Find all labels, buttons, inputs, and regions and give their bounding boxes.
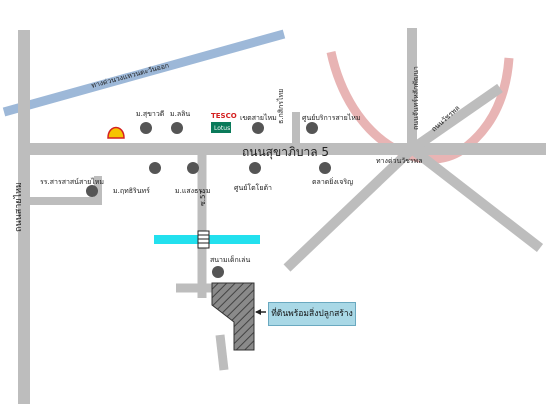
left-road-label: ถนนสายไหม (13, 182, 24, 232)
m-saenrak-label: ม.แสงธรรม (175, 187, 210, 195)
m-sukhawadee-label: ม.สุขาวดี (136, 110, 164, 118)
diagonal-road-down-left (283, 145, 416, 272)
shell-logo-icon (107, 126, 125, 139)
school-label: รร.สารสาสน์สายไหม (40, 177, 104, 186)
right-road-label: ถนนจันทร์หลักพัฒนา (412, 66, 420, 130)
marker-playground (212, 266, 224, 278)
soi-end-road (215, 334, 229, 371)
marker-khet-sai-mai (252, 122, 264, 134)
welcome-center-label: ศูนย์บริการสายไหม (302, 113, 361, 122)
marker-m-chaiyaphruk (149, 162, 161, 174)
main-road-label: ถนนสุขาภิบาล 5 (242, 145, 329, 160)
lotus-text: Lotus (214, 125, 230, 132)
soi-57-label: ซ.57 (199, 190, 207, 206)
tesco-logo-icon: TESCO Lotus (211, 112, 237, 133)
expressway-label: ทางด่วนวงแหวนตะวันออก (90, 61, 169, 89)
junction-label: ทางด่วนวัชรพล (376, 157, 423, 165)
land-plot (211, 282, 255, 351)
market-label: ตลาดยิ่งเจริญ (312, 177, 353, 186)
marker-m-saenrak (187, 162, 199, 174)
marker-m-atlin (171, 122, 183, 134)
arrow-head-icon (255, 309, 261, 315)
playground-label: สนามเด็กเล่น (210, 255, 250, 264)
left-soi-road (24, 176, 102, 205)
expressway-road (2, 29, 286, 117)
marker-m-sukhawadee (140, 122, 152, 134)
khet-sai-mai-label: เขตสายไหม (240, 113, 277, 122)
bridge-icon (197, 230, 210, 249)
m-chaiyaphruk-label: ม.ฤทธิรินทร์ (113, 187, 150, 195)
m-atlin-label: ม.ลลิน (170, 110, 190, 118)
tesco-text: TESCO (211, 112, 237, 120)
marker-soon-ploy (249, 162, 261, 174)
soon-ploy-label: ศูนย์โตโยต้า (234, 183, 272, 192)
marker-school (86, 185, 98, 197)
diagonal-road-up (409, 83, 503, 154)
diagonal-road-down-right (408, 145, 544, 252)
plot-callout-label: ที่ดินพร้อมสิ่งปลูกสร้าง (268, 302, 356, 326)
bank-label: ธ.กสิกรไทย (276, 89, 285, 124)
marker-market (319, 162, 331, 174)
marker-welcome-center (306, 122, 318, 134)
